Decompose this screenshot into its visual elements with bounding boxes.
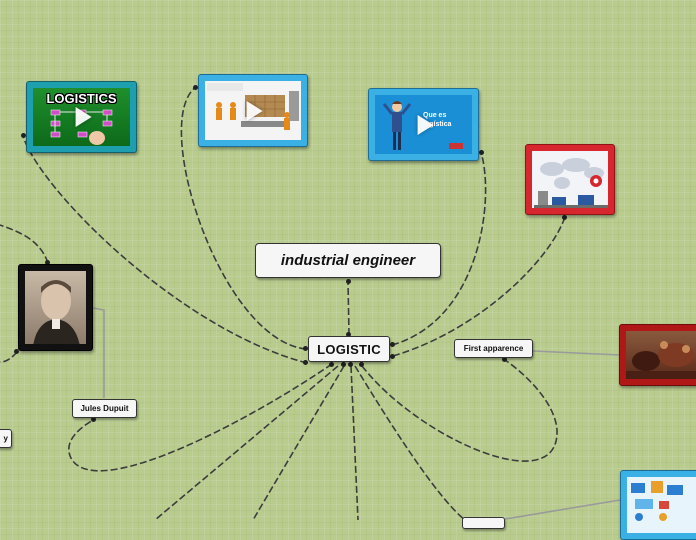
connector-bottom-to-isometric	[504, 499, 621, 520]
connector-down-1	[154, 365, 339, 520]
connector-dot	[21, 133, 26, 138]
connector-to-card-worldmap	[392, 216, 566, 357]
connector-dot	[359, 362, 364, 367]
video-thumbnail-warehouse-workers-icon	[205, 81, 301, 140]
card-warehouse-video[interactable]	[198, 74, 308, 147]
connector-to-card-logistics	[22, 135, 308, 364]
connector-to-first-apparence	[361, 359, 558, 462]
connector-dot	[14, 349, 19, 354]
painting-scene-icon	[626, 341, 696, 379]
card-historical-painting-image[interactable]	[619, 324, 696, 386]
isometric-scene-icon	[631, 481, 683, 521]
connector-dot	[329, 362, 334, 367]
root-topic-label: LOGISTIC	[317, 341, 381, 357]
card-logistics-video[interactable]: LOGISTICS	[26, 81, 137, 153]
connector-dot	[562, 215, 567, 220]
connector-dot	[390, 354, 395, 359]
connector-down-3	[350, 365, 359, 520]
card-logistics-title: LOGISTICS	[46, 91, 117, 106]
portrait-figure-icon	[33, 280, 80, 344]
connector-dot	[346, 279, 351, 284]
image-historical-painting-icon	[626, 331, 696, 379]
image-world-map-logistics-icon	[532, 151, 608, 208]
mindmap-connectors	[0, 86, 621, 520]
card-que-es-logistica-video[interactable]: Que es logística	[368, 88, 479, 161]
subtopic-jules-dupuit-label: Jules Dupuit	[80, 404, 129, 413]
flowchart-icon	[50, 109, 113, 145]
connector-dot	[390, 342, 395, 347]
connector-dot	[91, 417, 96, 422]
connector-dot	[348, 362, 353, 367]
connector-to-card-warehouse	[180, 86, 307, 350]
play-icon	[246, 100, 263, 121]
card-portrait-image[interactable]	[18, 264, 93, 351]
world-map-icon	[534, 158, 608, 208]
main-topic-label: industrial engineer	[280, 252, 416, 269]
connector-dot	[45, 260, 50, 265]
connector-dot	[193, 85, 198, 90]
image-logistics-isometric-icon	[627, 477, 696, 533]
connector-dot	[502, 357, 507, 362]
connector-dot	[346, 332, 351, 337]
root-topic-logistic[interactable]: LOGISTIC	[308, 336, 390, 362]
subtopic-partial-left[interactable]: y	[0, 429, 12, 448]
connector-dot	[303, 346, 308, 351]
subtopic-first-apparence[interactable]: First apparence	[454, 339, 533, 358]
card-que-es-title: Que es logística	[423, 112, 452, 128]
connector-root-to-main	[347, 280, 350, 336]
presenter-icon	[382, 101, 463, 150]
play-icon	[75, 107, 92, 127]
image-portrait-jules-dupuit-icon	[25, 271, 86, 344]
connector-to-jules-dupuit	[68, 363, 333, 472]
subtopic-partial-bottom[interactable]	[462, 517, 505, 529]
video-thumbnail-que-es-logistica-icon: Que es logística	[375, 95, 472, 154]
connector-portrait-left	[0, 224, 49, 264]
video-thumbnail-logistics-flowchart-icon: LOGISTICS	[33, 88, 130, 146]
subtopic-partial-left-label: y	[3, 434, 8, 443]
connector-dot	[341, 362, 346, 367]
play-icon	[417, 114, 434, 135]
card-world-map-image[interactable]	[525, 144, 615, 215]
subtopic-first-apparence-label: First apparence	[463, 344, 524, 353]
card-isometric-image[interactable]	[620, 470, 696, 540]
connector-first-to-painting	[532, 350, 621, 356]
connector-dot	[479, 150, 484, 155]
connector-dupuit-to-portrait	[92, 307, 105, 398]
connector-dot	[303, 360, 308, 365]
main-topic-industrial-engineer[interactable]: industrial engineer	[255, 243, 441, 278]
subtopic-jules-dupuit[interactable]: Jules Dupuit	[72, 399, 137, 418]
connector-down-2	[252, 365, 345, 520]
connector-to-card-que-es	[391, 151, 487, 346]
connector-down-4	[354, 365, 466, 520]
